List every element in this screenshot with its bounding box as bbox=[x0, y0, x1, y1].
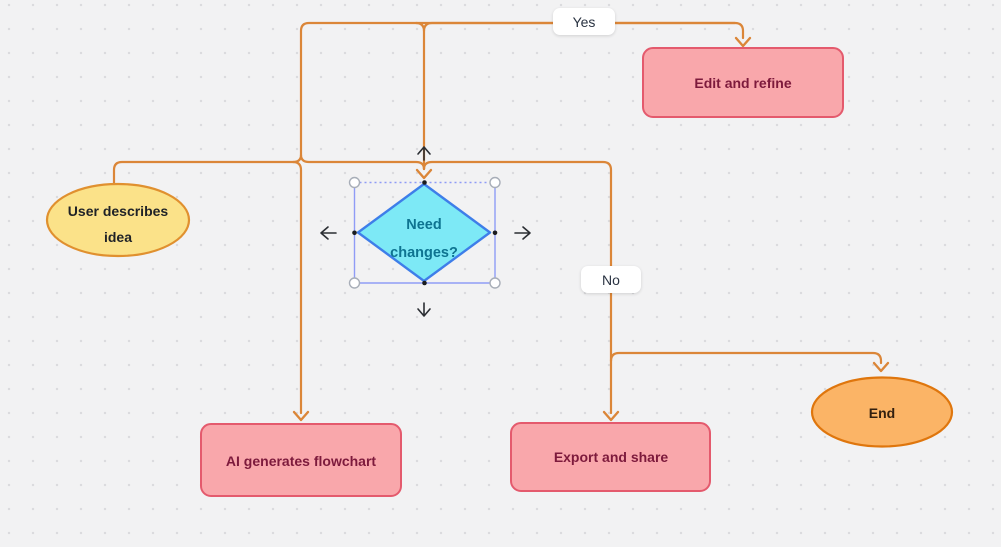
edge-generate-to-decision[interactable] bbox=[291, 153, 433, 180]
connection-point-top[interactable] bbox=[422, 180, 427, 185]
arrowhead-into-export bbox=[602, 410, 620, 422]
node-edit[interactable]: Edit and refine bbox=[642, 47, 844, 118]
connection-point-bottom[interactable] bbox=[422, 280, 427, 286]
edge-start-to-generate[interactable] bbox=[112, 160, 310, 422]
node-export-label: Export and share bbox=[554, 449, 669, 465]
node-export[interactable]: Export and share bbox=[510, 422, 711, 492]
node-end[interactable]: End bbox=[810, 376, 954, 448]
arrowhead-into-decision bbox=[415, 168, 433, 180]
node-start-label-line2: idea bbox=[104, 229, 132, 245]
node-start-label-line1: User describes bbox=[68, 203, 169, 219]
node-generate-label: AI generates flowchart bbox=[226, 453, 376, 469]
edge-label-yes[interactable]: Yes bbox=[553, 8, 615, 35]
edge-label-no[interactable]: No bbox=[581, 266, 641, 293]
resize-handle-top-left[interactable] bbox=[348, 176, 361, 189]
node-decision[interactable]: Need changes? bbox=[356, 182, 492, 283]
selection-overlay bbox=[320, 146, 531, 317]
quick-add-arrow-down-icon[interactable] bbox=[417, 302, 431, 317]
edge-decision-to-export[interactable] bbox=[422, 160, 620, 422]
node-decision-label-line1: Need bbox=[406, 217, 441, 233]
quick-add-arrow-left-icon[interactable] bbox=[320, 226, 337, 240]
node-start[interactable]: User describes idea bbox=[45, 182, 191, 258]
resize-handle-top-right[interactable] bbox=[489, 176, 501, 189]
node-end-label: End bbox=[869, 405, 895, 421]
node-generate[interactable]: AI generates flowchart bbox=[200, 423, 402, 497]
arrowhead-into-edit bbox=[734, 36, 752, 48]
arrowhead-into-generate bbox=[292, 410, 310, 422]
edge-export-to-end[interactable] bbox=[609, 351, 890, 373]
resize-handle-bottom-right[interactable] bbox=[489, 277, 501, 289]
resize-handle-bottom-left[interactable] bbox=[348, 277, 361, 289]
node-edit-label: Edit and refine bbox=[694, 75, 791, 91]
node-decision-label-line2: changes? bbox=[390, 245, 458, 261]
edge-edit-to-decision[interactable] bbox=[299, 21, 737, 157]
arrowhead-into-end bbox=[872, 361, 890, 373]
quick-add-arrow-up-icon[interactable] bbox=[417, 146, 431, 161]
connection-point-right[interactable] bbox=[492, 230, 498, 236]
quick-add-arrow-right-icon[interactable] bbox=[514, 226, 531, 240]
connection-point-left[interactable] bbox=[352, 230, 357, 236]
